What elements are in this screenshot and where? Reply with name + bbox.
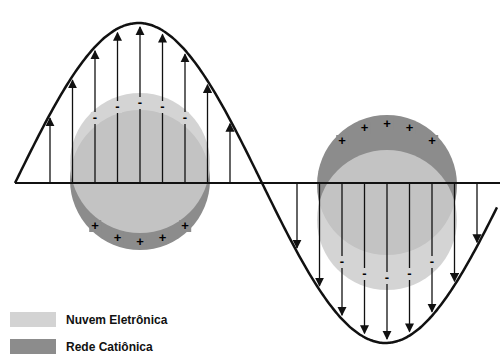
field-arrow (229, 124, 230, 183)
charge-sign: - (338, 256, 346, 268)
field-arrow (296, 183, 297, 248)
field-arrow (49, 118, 50, 183)
field-arrow (476, 183, 477, 242)
field-arrow (386, 183, 387, 339)
charge-sign: + (112, 232, 124, 244)
charge-sign: - (136, 97, 144, 109)
charge-sign: + (179, 220, 191, 232)
charge-sign: + (134, 236, 146, 248)
field-arrow (72, 80, 73, 183)
field-arrow (341, 183, 342, 315)
field-arrow (431, 183, 432, 312)
charge-sign: + (404, 122, 416, 134)
spheres (70, 93, 457, 290)
charge-sign: + (157, 232, 169, 244)
legend: Nuvem EletrônicaRede Catiônica (10, 306, 167, 360)
charge-sign: - (91, 112, 99, 124)
charge-sign: - (383, 272, 391, 284)
legend-swatch (10, 312, 56, 327)
charge-sign: - (158, 101, 166, 113)
field-arrow (409, 183, 410, 332)
axis-line (15, 182, 500, 184)
charge-sign: + (89, 220, 101, 232)
charge-sign: + (381, 118, 393, 130)
charge-sign: + (336, 135, 348, 147)
legend-text: Rede Catiônica (66, 340, 153, 354)
charge-sign: - (360, 268, 368, 280)
charge-sign: - (181, 112, 189, 124)
field-arrow (454, 183, 455, 281)
charge-sign: + (426, 135, 438, 147)
legend-text: Nuvem Eletrônica (66, 313, 167, 327)
wave-curve (15, 23, 497, 343)
field-arrow (207, 85, 208, 183)
wave (15, 23, 500, 343)
charge-sign: - (405, 268, 413, 280)
charge-sign: - (428, 256, 436, 268)
field-arrow (319, 183, 320, 286)
charge-sign: + (359, 122, 371, 134)
legend-row: Nuvem Eletrônica (10, 306, 167, 333)
legend-swatch (10, 339, 56, 354)
field-arrow (364, 183, 365, 333)
charge-sign: - (113, 101, 121, 113)
legend-row: Rede Catiônica (10, 333, 167, 360)
